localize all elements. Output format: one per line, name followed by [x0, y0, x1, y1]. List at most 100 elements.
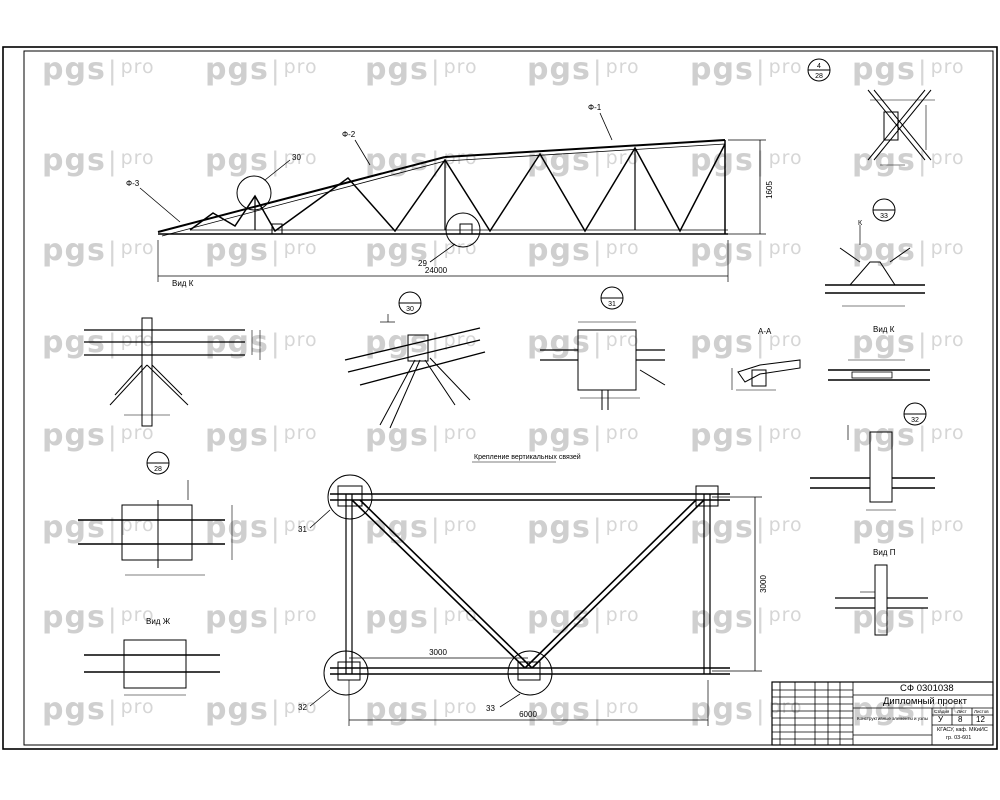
detail-view-zh	[84, 639, 220, 696]
profile-label-f3: Ф-3	[126, 179, 140, 188]
title-block-code: СФ 0301038	[900, 683, 954, 694]
watermark: pgs|pro	[527, 52, 640, 87]
bracing-gusset	[695, 485, 719, 507]
watermark: pgs|pro	[205, 52, 318, 87]
bracing-callout-31: 31	[298, 525, 307, 534]
watermark: pgs|pro	[527, 418, 640, 453]
truss-top-chord-right-inner	[444, 143, 726, 162]
bracing-height-label: 3000	[759, 575, 768, 593]
bracing-diagonal-left	[351, 499, 526, 669]
truss-top-chord-right	[444, 139, 726, 158]
bracing-detail-circle	[507, 650, 553, 696]
title-block-stage: У	[938, 715, 944, 724]
watermark: pgs|pro	[365, 325, 478, 360]
watermark: pgs|pro	[42, 600, 155, 635]
node-marker-bottom: 33	[880, 213, 888, 220]
leader-line	[264, 159, 291, 181]
bracing-diagonal-left-inner	[359, 499, 533, 669]
truss-web	[189, 143, 726, 233]
detail-node-28	[78, 480, 233, 576]
truss-view-label: Вид К	[172, 279, 194, 288]
watermark: pgs|pro	[690, 600, 803, 635]
watermark: pgs|pro	[365, 418, 478, 453]
watermark: pgs|pro	[852, 52, 965, 87]
node-marker	[146, 58, 927, 475]
bracing-callout-32: 32	[298, 703, 307, 712]
title-block-project: Дипломный проект	[883, 696, 967, 707]
detail-node-32	[810, 425, 935, 511]
watermark: pgs|pro	[852, 418, 965, 453]
bracing-title: Крепление вертикальных связей	[474, 453, 581, 461]
watermark: pgs|pro	[42, 233, 155, 268]
leader-line	[499, 693, 521, 708]
watermark: pgs|pro	[690, 692, 803, 727]
watermark: pgs|pro	[852, 233, 965, 268]
watermark: pgs|pro	[365, 233, 478, 268]
watermark: pgs|pro	[42, 692, 155, 727]
watermark: pgs|pro	[690, 510, 803, 545]
watermark: pgs|pro	[205, 233, 318, 268]
bracing-diagonal-right-inner	[524, 499, 697, 669]
watermark: pgs|pro	[527, 233, 640, 268]
node-marker-bottom: 28	[815, 73, 823, 80]
bracing-gusset	[337, 485, 363, 507]
watermark: pgs|pro	[527, 600, 640, 635]
watermark: pgs|pro	[42, 325, 155, 360]
watermark: pgs|pro	[365, 143, 478, 178]
watermark: pgs|pro	[365, 692, 478, 727]
bracing-gusset	[517, 661, 541, 681]
truss-height-label: 1605	[765, 181, 774, 199]
detail-node-33: К	[825, 220, 925, 307]
watermark: pgs|pro	[690, 325, 803, 360]
watermark: pgs|pro	[852, 325, 965, 360]
watermark: pgs|pro	[527, 143, 640, 178]
watermark: pgs|pro	[42, 418, 155, 453]
bracing-callout-33: 33	[486, 704, 495, 713]
watermark: pgs|pro	[42, 52, 155, 87]
detail-section-aa	[731, 359, 801, 391]
truss-top-chord-left	[157, 156, 446, 233]
profile-label-f1: Ф-1	[588, 103, 602, 112]
node-marker-top: 4	[817, 63, 821, 70]
title-block-org-line2: гр. 03-601	[946, 735, 972, 741]
bracing-diagonal-right	[531, 499, 705, 669]
watermark: pgs|pro	[852, 510, 965, 545]
detail-cross-node	[867, 89, 935, 166]
watermark: pgs|pro	[205, 510, 318, 545]
leader-line	[309, 689, 331, 707]
watermark: pgs|pro	[365, 600, 478, 635]
detail-circle	[236, 175, 272, 211]
truss-span-label: 24000	[425, 266, 448, 275]
bracing-detail-circle	[327, 474, 373, 520]
watermark: pgs|pro	[852, 692, 965, 727]
watermark: pgs|pro	[42, 143, 155, 178]
inner-frame	[23, 50, 994, 746]
bracing-gusset	[337, 661, 361, 681]
truss-gusset	[271, 223, 283, 235]
node-marker-bottom: 30	[406, 306, 414, 313]
main-truss	[139, 112, 766, 282]
leader-line	[429, 243, 456, 263]
bracing-inner-label: 3000	[429, 648, 447, 657]
watermark: pgs|pro	[205, 600, 318, 635]
watermark: pgs|pro	[527, 325, 640, 360]
watermark: pgs|pro	[365, 52, 478, 87]
title-block-header-stage: Стадия	[934, 709, 950, 714]
view-zh-label: Вид Ж	[146, 617, 171, 626]
detail-node-31	[540, 321, 666, 410]
section-aa-label: А-А	[758, 327, 772, 336]
node-marker-bottom: 28	[154, 466, 162, 473]
detail-view-p	[835, 564, 928, 636]
title-block-sheet: 8	[958, 715, 963, 724]
watermark: pgs|pro	[690, 233, 803, 268]
leader-line	[139, 187, 181, 223]
watermark: pgs|pro	[690, 418, 803, 453]
watermark: pgs|pro	[205, 418, 318, 453]
outer-frame	[2, 46, 998, 750]
title-block-header-sheets: Листов	[974, 709, 989, 714]
watermark: pgs|pro	[42, 510, 155, 545]
watermark: pgs|pro	[852, 600, 965, 635]
detail-circle	[445, 212, 481, 248]
